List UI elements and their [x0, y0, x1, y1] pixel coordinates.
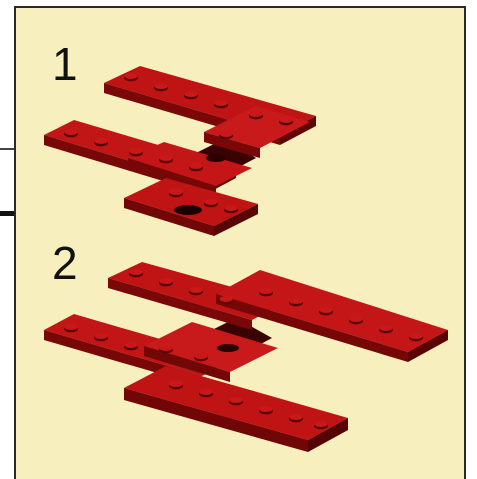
page-edge-mark — [0, 148, 14, 150]
instruction-panel: 1 2 — [14, 6, 466, 479]
step-2-assembly — [44, 262, 448, 452]
brick-plate — [124, 366, 348, 452]
step-1-assembly — [44, 66, 316, 236]
brick-models — [16, 8, 466, 479]
